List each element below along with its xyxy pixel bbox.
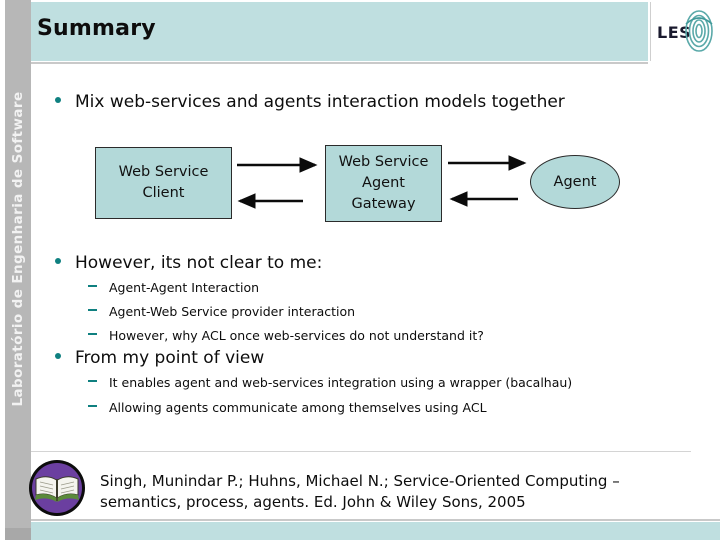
bottom-band — [31, 522, 720, 540]
node-line: Agent — [553, 174, 597, 190]
dash-icon — [88, 285, 97, 287]
sub-bullet-item: Agent-Agent Interaction — [88, 280, 259, 295]
sub-bullet-item: Allowing agents communicate among themse… — [88, 400, 487, 415]
bottom-divider — [31, 519, 720, 521]
citation-text: Singh, Munindar P.; Huhns, Michael N.; S… — [100, 471, 690, 514]
page-title: Summary — [37, 16, 156, 41]
sidebar-inner: Laboratório de Engenharia de Software — [5, 0, 31, 528]
sub-bullet-label: Agent-Agent Interaction — [109, 280, 260, 295]
sub-bullet-item: However, why ACL once web-services do no… — [88, 328, 484, 343]
bullet-label: From my point of view — [75, 348, 265, 368]
bullet-item-1: However, its not clear to me: — [55, 253, 322, 273]
node-line: Gateway — [351, 196, 416, 212]
bullet-label: Mix web-services and agents interaction … — [75, 92, 565, 112]
bullet-item-2: From my point of view — [55, 348, 264, 368]
dash-icon — [88, 405, 97, 407]
header-divider — [31, 62, 648, 64]
sidebar-foot — [5, 528, 31, 540]
sidebar-strip: Laboratório de Engenharia de Software — [5, 0, 31, 528]
citation-line-1: Singh, Munindar P.; Huhns, Michael N.; S… — [100, 472, 620, 490]
dash-icon — [88, 380, 97, 382]
node-web-service-agent-gateway: Web Service Agent Gateway — [325, 145, 442, 222]
bullet-dot-icon — [55, 353, 61, 359]
footer-divider — [31, 451, 691, 452]
node-line: Client — [142, 185, 185, 201]
bullet-item-0: Mix web-services and agents interaction … — [55, 92, 565, 112]
sub-bullet-label: However, why ACL once web-services do no… — [109, 328, 484, 343]
node-agent: Agent — [530, 155, 620, 209]
book-icon — [29, 460, 85, 516]
sub-bullet-item: Agent-Web Service provider interaction — [88, 304, 355, 319]
swirl-icon — [685, 10, 713, 52]
les-logo: LES — [650, 2, 719, 61]
dash-icon — [88, 333, 97, 335]
sub-bullet-label: It enables agent and web-services integr… — [109, 375, 573, 390]
dash-icon — [88, 309, 97, 311]
node-web-service-client: Web Service Client — [95, 147, 232, 219]
bullet-label: However, its not clear to me: — [75, 253, 323, 273]
node-line: Agent — [362, 174, 405, 191]
bullet-dot-icon — [55, 97, 61, 103]
node-line: Web Service — [338, 153, 429, 170]
citation-line-2: semantics, process, agents. Ed. John & W… — [100, 493, 526, 512]
header-band — [31, 2, 648, 61]
sub-bullet-item: It enables agent and web-services integr… — [88, 375, 572, 390]
les-logo-text: LES — [657, 23, 692, 42]
sub-bullet-label: Allowing agents communicate among themse… — [109, 400, 487, 415]
bullet-dot-icon — [55, 258, 61, 264]
node-line: Web Service — [118, 163, 209, 180]
sidebar-lab-label: Laboratório de Engenharia de Software — [10, 91, 26, 407]
sub-bullet-label: Agent-Web Service provider interaction — [109, 304, 356, 319]
